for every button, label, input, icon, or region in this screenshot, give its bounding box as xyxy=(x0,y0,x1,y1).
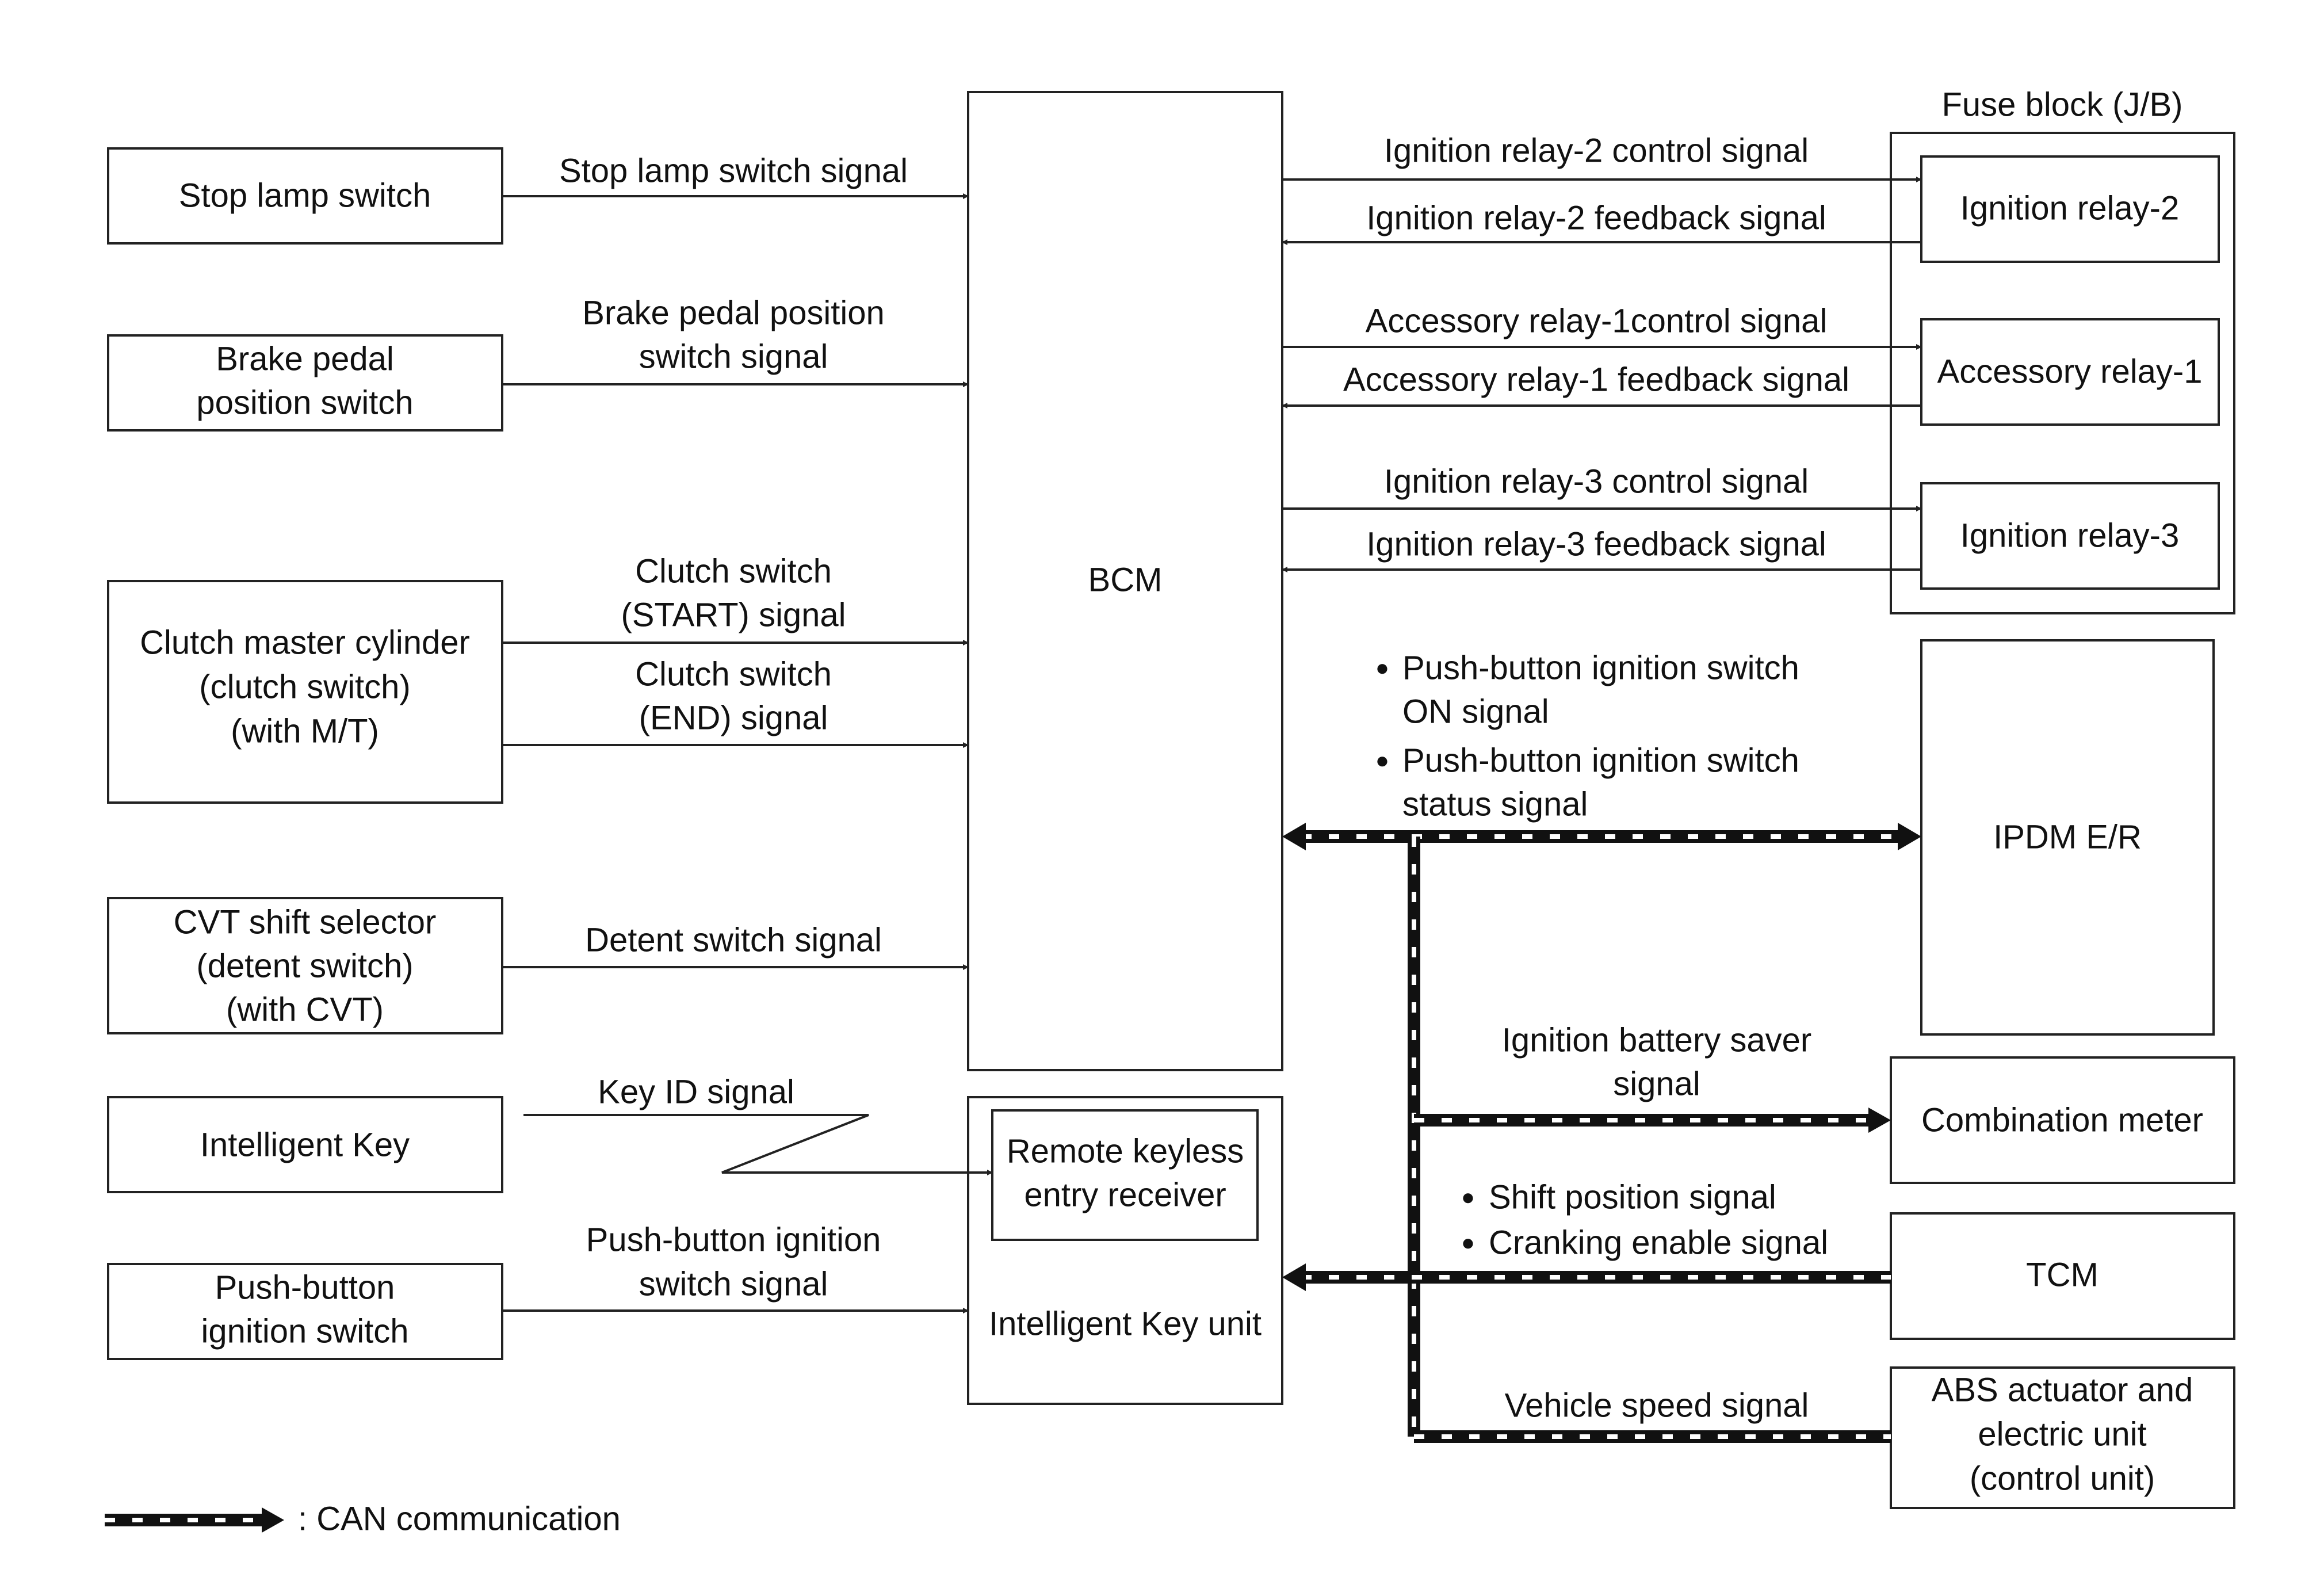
tcm-block: TCM xyxy=(1890,1212,2235,1340)
push-button-ignition-switch-block: Push-button ignition switch xyxy=(107,1263,503,1360)
can-arrowhead-bcm xyxy=(1282,823,1306,850)
vehicle-speed-signal-label: Vehicle speed signal xyxy=(1505,1387,1809,1425)
legend-can-arrowhead-icon xyxy=(262,1507,284,1533)
intelligent-key-unit-block: Remote keyless entry receiver Intelligen… xyxy=(967,1096,1283,1405)
push-button-ignition-switch-signal-label-line2: switch signal xyxy=(639,1266,828,1303)
cvt-shift-selector-block: CVT shift selector (detent switch) (with… xyxy=(107,897,503,1034)
ignition-relay-3-box xyxy=(1920,482,2220,590)
stop-lamp-switch-block: Stop lamp switch xyxy=(107,147,503,245)
cvt-shift-selector-label-line2: (detent switch) xyxy=(196,948,413,985)
tcm-label: TCM xyxy=(2026,1257,2099,1294)
ipdm-er-label: IPDM E/R xyxy=(1993,819,2142,856)
clutch-switch-end-signal-label-line1: Clutch switch xyxy=(635,656,832,693)
ipdm-signal-2-line2: status signal xyxy=(1402,786,1588,823)
ipdm-signal-1-line2: ON signal xyxy=(1402,693,1549,731)
clutch-switch-start-signal-label-line1: Clutch switch xyxy=(635,553,832,590)
remote-keyless-entry-receiver-label-line2: entry receiver xyxy=(1024,1177,1226,1214)
remote-keyless-entry-receiver-box xyxy=(991,1109,1259,1241)
ignition-relay-2-box xyxy=(1920,155,2220,263)
cvt-shift-selector-label-line3: (with CVT) xyxy=(226,991,384,1029)
abs-actuator-label-line2: electric unit xyxy=(1978,1416,2146,1453)
clutch-switch-start-signal-label-line2: (START) signal xyxy=(621,597,846,634)
key-id-signal-arrow xyxy=(523,1114,993,1175)
tcm-signal-bullet-2: ● xyxy=(1461,1230,1475,1255)
brake-pedal-position-switch-label-line1: Brake pedal xyxy=(216,341,394,378)
legend: : CAN communication xyxy=(105,1500,621,1538)
abs-actuator-label-line1: ABS actuator and xyxy=(1932,1372,2193,1409)
ipdm-signal-bullet-2: ● xyxy=(1375,748,1389,773)
brake-pedal-position-switch-block: Brake pedal position switch xyxy=(107,334,503,432)
key-id-signal-label: Key ID signal xyxy=(598,1074,794,1111)
accessory-relay-1-control-label: Accessory relay-1control signal xyxy=(1366,303,1828,340)
push-button-ignition-switch-label-line2: ignition switch xyxy=(201,1313,408,1350)
brake-pedal-position-switch-signal-label-line2: switch signal xyxy=(639,338,828,376)
stop-lamp-switch-label: Stop lamp switch xyxy=(179,177,431,215)
push-button-ignition-switch-label-line1: Push-button xyxy=(215,1269,395,1307)
ignition-relay-3-control-label: Ignition relay-3 control signal xyxy=(1384,463,1809,501)
clutch-master-cylinder-block: Clutch master cylinder (clutch switch) (… xyxy=(107,580,503,804)
ignition-battery-saver-signal-line2: signal xyxy=(1613,1066,1700,1103)
cvt-shift-selector-label-line1: CVT shift selector xyxy=(174,904,437,941)
clutch-master-cylinder-label-line3: (with M/T) xyxy=(231,713,379,750)
can-arrowhead-iku xyxy=(1282,1263,1306,1291)
brake-pedal-position-switch-signal-label-line1: Brake pedal position xyxy=(582,295,885,332)
intelligent-key-block: Intelligent Key xyxy=(107,1096,503,1193)
ignition-relay-2-label: Ignition relay-2 xyxy=(1960,190,2179,227)
bcm-label: BCM xyxy=(1088,562,1163,599)
ignition-relay-3-label: Ignition relay-3 xyxy=(1960,517,2179,555)
ignition-relay-3-feedback-label: Ignition relay-3 feedback signal xyxy=(1366,526,1826,563)
ipdm-er-block: IPDM E/R xyxy=(1920,639,2215,1036)
ipdm-signal-2-line1: Push-button ignition switch xyxy=(1402,742,1799,780)
ignition-battery-saver-signal-line1: Ignition battery saver xyxy=(1502,1022,1811,1059)
stop-lamp-switch-signal-label: Stop lamp switch signal xyxy=(559,152,908,190)
accessory-relay-1-feedback-label: Accessory relay-1 feedback signal xyxy=(1343,361,1849,399)
intelligent-key-label: Intelligent Key xyxy=(200,1127,410,1164)
clutch-switch-end-signal-label-line2: (END) signal xyxy=(639,700,828,737)
fuse-block-label: Fuse block (J/B) xyxy=(1942,86,2183,124)
combination-meter-block: Combination meter xyxy=(1890,1056,2235,1184)
ignition-relay-2-feedback-label: Ignition relay-2 feedback signal xyxy=(1366,200,1826,237)
push-button-ignition-switch-signal-label-line1: Push-button ignition xyxy=(586,1221,881,1259)
ipdm-signal-bullet-1: ● xyxy=(1375,655,1389,681)
can-bus xyxy=(1282,823,1921,1443)
ipdm-signal-1-line1: Push-button ignition switch xyxy=(1402,650,1799,687)
accessory-relay-1-label: Accessory relay-1 xyxy=(1937,353,2203,391)
intelligent-key-unit-label: Intelligent Key unit xyxy=(989,1305,1262,1343)
fuse-block: Fuse block (J/B) Ignition relay-2 Access… xyxy=(1890,86,2235,614)
can-arrowhead-ipdm xyxy=(1898,823,1921,850)
bcm-block: BCM xyxy=(967,91,1283,1071)
clutch-master-cylinder-label-line2: (clutch switch) xyxy=(199,669,410,706)
can-arrowhead-combination-meter xyxy=(1868,1108,1891,1133)
abs-actuator-label-line3: (control unit) xyxy=(1970,1460,2155,1498)
ignition-relay-2-control-label: Ignition relay-2 control signal xyxy=(1384,132,1809,170)
tcm-signal-2: Cranking enable signal xyxy=(1489,1224,1828,1262)
abs-actuator-block: ABS actuator and electric unit (control … xyxy=(1890,1366,2235,1509)
detent-switch-signal-label: Detent switch signal xyxy=(585,922,882,959)
accessory-relay-1-box xyxy=(1920,318,2220,426)
remote-keyless-entry-receiver-label-line1: Remote keyless xyxy=(1007,1133,1244,1170)
tcm-signal-1: Shift position signal xyxy=(1489,1179,1776,1216)
tcm-signal-bullet-1: ● xyxy=(1461,1185,1475,1210)
legend-label: : CAN communication xyxy=(298,1500,621,1538)
clutch-master-cylinder-label-line1: Clutch master cylinder xyxy=(140,624,470,662)
brake-pedal-position-switch-label-line2: position switch xyxy=(196,384,413,422)
combination-meter-label: Combination meter xyxy=(1921,1102,2203,1139)
